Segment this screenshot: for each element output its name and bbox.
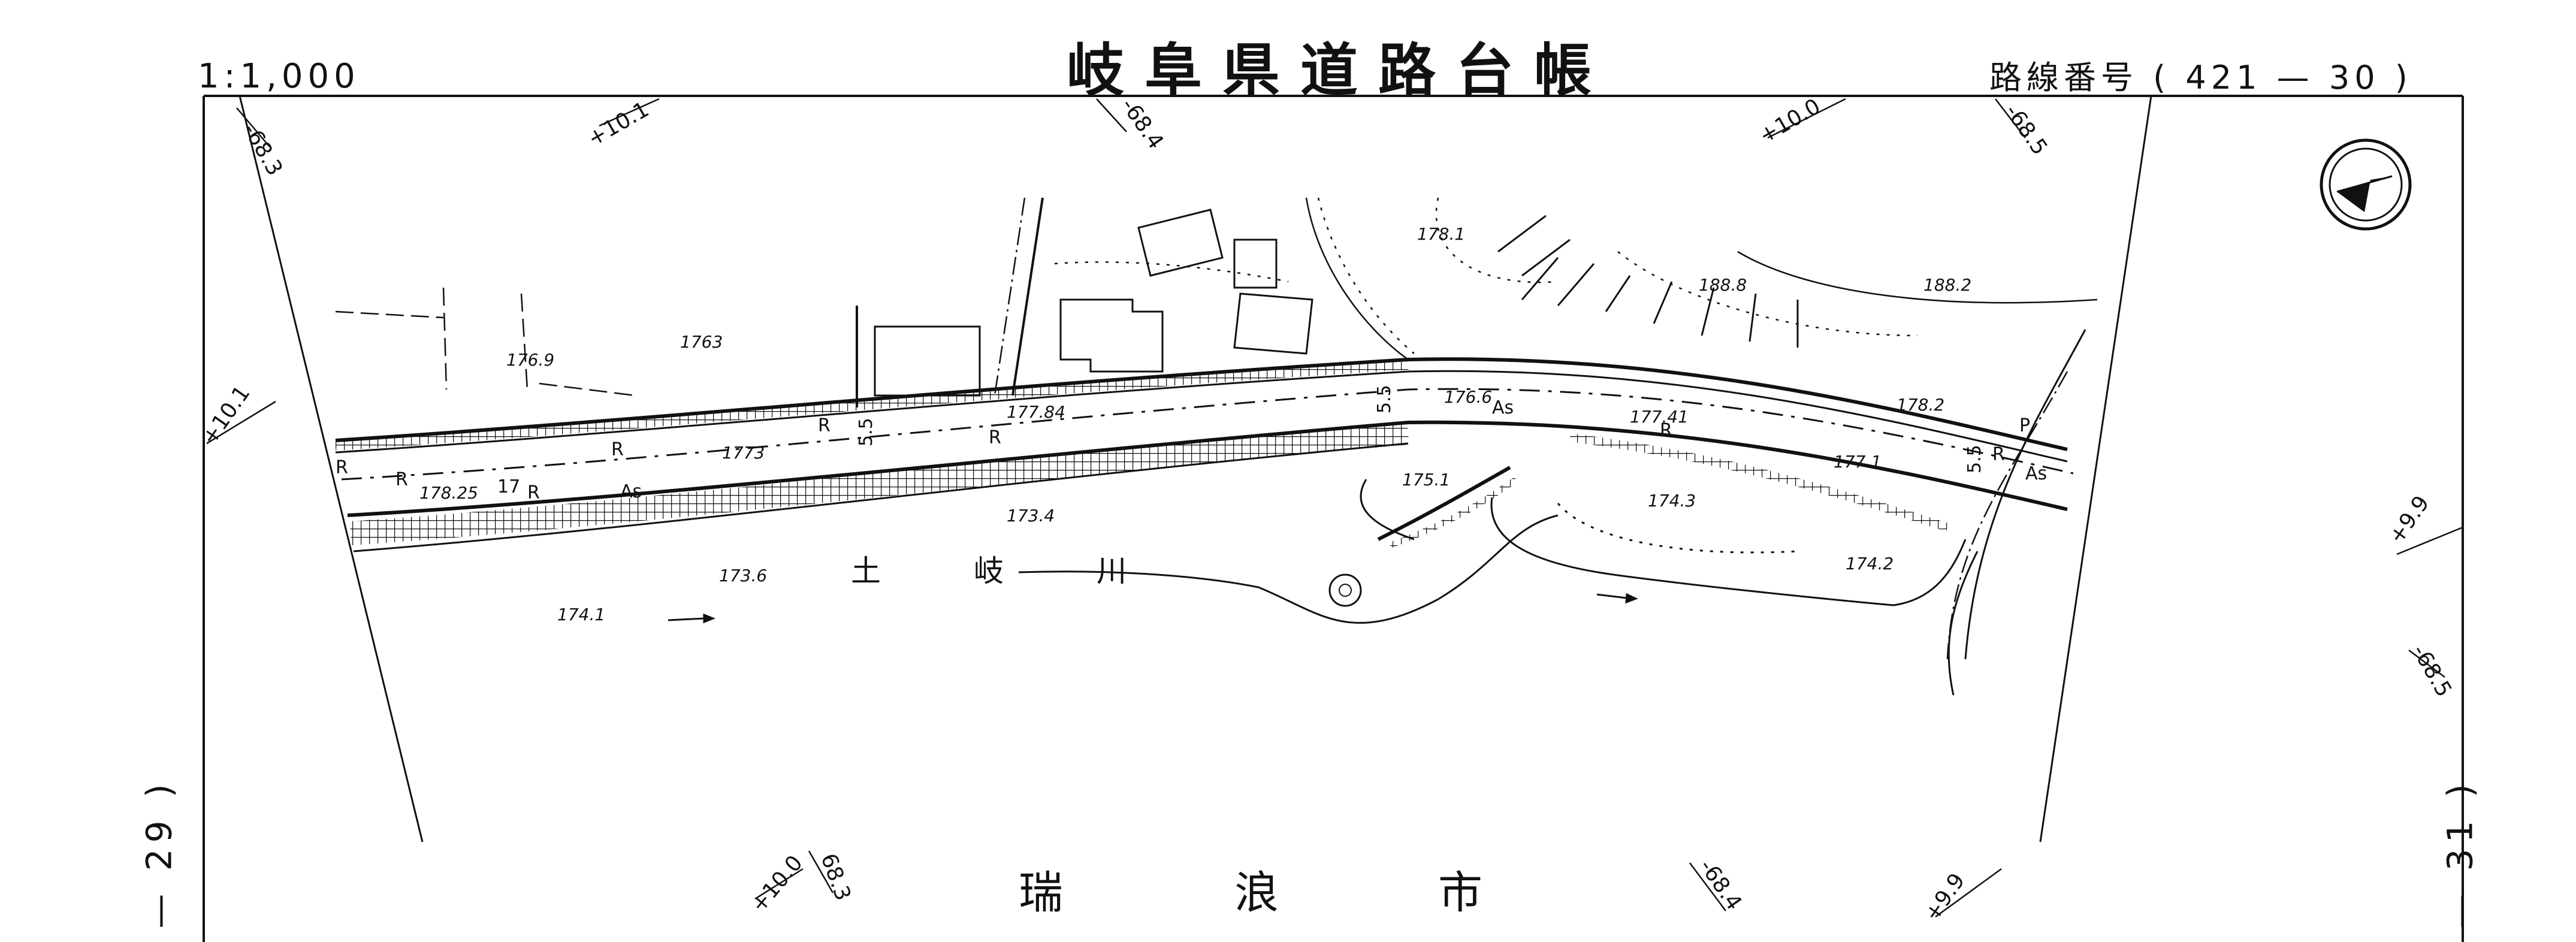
slope-marks [1497, 215, 1799, 348]
road-mark: P [2019, 415, 2030, 436]
elevation-label: 176.9 [506, 350, 554, 370]
elevation-label: 178.25 [419, 483, 478, 503]
grid-ticks [206, 98, 2463, 918]
road-centerline [341, 388, 2074, 481]
elevation-label: 175.1 [1402, 470, 1450, 490]
north-arrow-icon [2320, 138, 2412, 231]
road-mark: R [336, 457, 348, 478]
route-number: 路線番号 ( 421 — 30 ) [1989, 51, 2412, 98]
boundaries [335, 197, 2098, 660]
elevation-label: 174.2 [1846, 554, 1894, 573]
road-mark: R [1992, 444, 2005, 465]
road-north-edge [335, 357, 2068, 463]
road-mark: As [2025, 463, 2047, 484]
river-name-2: 岐 [974, 554, 1004, 588]
road-mark: R [611, 439, 624, 460]
map-title: 岐阜県道路台帳 [1067, 37, 1612, 104]
river-banks [1018, 466, 1979, 696]
elevation-points: 176.9 1763 178.25 1773 177.84 173.4 173.… [419, 224, 1971, 624]
route-dash: — [2276, 59, 2314, 96]
river-name: 土 岐 川 [851, 554, 1127, 588]
buildings [856, 209, 1313, 407]
road-marks: R R R R R R R R As As As 5.5 5.5 5.5 17 … [336, 385, 2047, 503]
river-name-3: 川 [1097, 554, 1127, 588]
grid-label: 68.3 [816, 850, 856, 904]
tree-icon [1328, 573, 1362, 607]
elevation-label: 177.41 [1630, 407, 1689, 427]
road-mark: R [527, 482, 540, 503]
elevation-label: 188.2 [1923, 275, 1971, 295]
road-south-edge [347, 420, 2068, 552]
elevation-label: 173.4 [1007, 506, 1055, 526]
road-mark: 5.5 [1964, 445, 1985, 473]
grid-label: -68.5 [2407, 641, 2456, 701]
elevation-label: 176.6 [1444, 387, 1492, 407]
map-frame [203, 95, 2464, 942]
grid-label: +10.0 [1755, 94, 1825, 149]
elevation-label: 188.8 [1699, 275, 1747, 295]
road-mark: R [1660, 420, 1672, 441]
elevation-label: 177.1 [1834, 452, 1882, 472]
elevation-label: 178.2 [1896, 395, 1944, 415]
route-sub: 30 [2329, 59, 2380, 96]
flow-arrow-icon [668, 593, 1638, 624]
road-mark: 5.5 [856, 418, 877, 446]
grid-label: +10.1 [584, 97, 653, 152]
elevation-label: 178.1 [1417, 224, 1465, 244]
grid-label: +10.0 [746, 851, 807, 917]
road-mark: R [818, 415, 831, 436]
road-mark: 17 [497, 476, 520, 497]
elevation-label: 1763 [680, 332, 723, 352]
river-name-1: 土 [851, 554, 881, 588]
city-name-1: 瑞 [1019, 867, 1063, 919]
road-mark: As [620, 481, 642, 502]
road-mark: 5.5 [1374, 385, 1395, 413]
grid-label: -68.5 [2000, 100, 2052, 160]
grid-label: -68.3 [238, 119, 287, 180]
match-lines [238, 95, 2152, 843]
elevation-label: 177.84 [1007, 402, 1065, 422]
elevation-label: 174.1 [557, 605, 605, 624]
road-mark: R [989, 427, 1001, 448]
city-name-3: 市 [1438, 867, 1482, 919]
grid-label: -68.4 [1116, 94, 1168, 154]
elevation-label: 174.3 [1648, 491, 1696, 511]
city-name-2: 浪 [1234, 867, 1279, 919]
route-label: 路線番号 [1989, 59, 2138, 96]
grid-label: -68.4 [1695, 855, 1747, 915]
road-mark: R [395, 469, 408, 490]
route-close: ) [2394, 59, 2412, 96]
elevation-label: 173.6 [719, 566, 767, 585]
grid-label: +10.1 [197, 381, 255, 449]
route-no: 421 [2185, 59, 2262, 96]
grid-label: +9.9 [2384, 491, 2435, 548]
elevation-label: 1773 [722, 443, 765, 463]
route-open: ( [2153, 59, 2171, 96]
map-scale: 1:1,000 [198, 57, 360, 96]
road-mark: As [1492, 397, 1514, 418]
